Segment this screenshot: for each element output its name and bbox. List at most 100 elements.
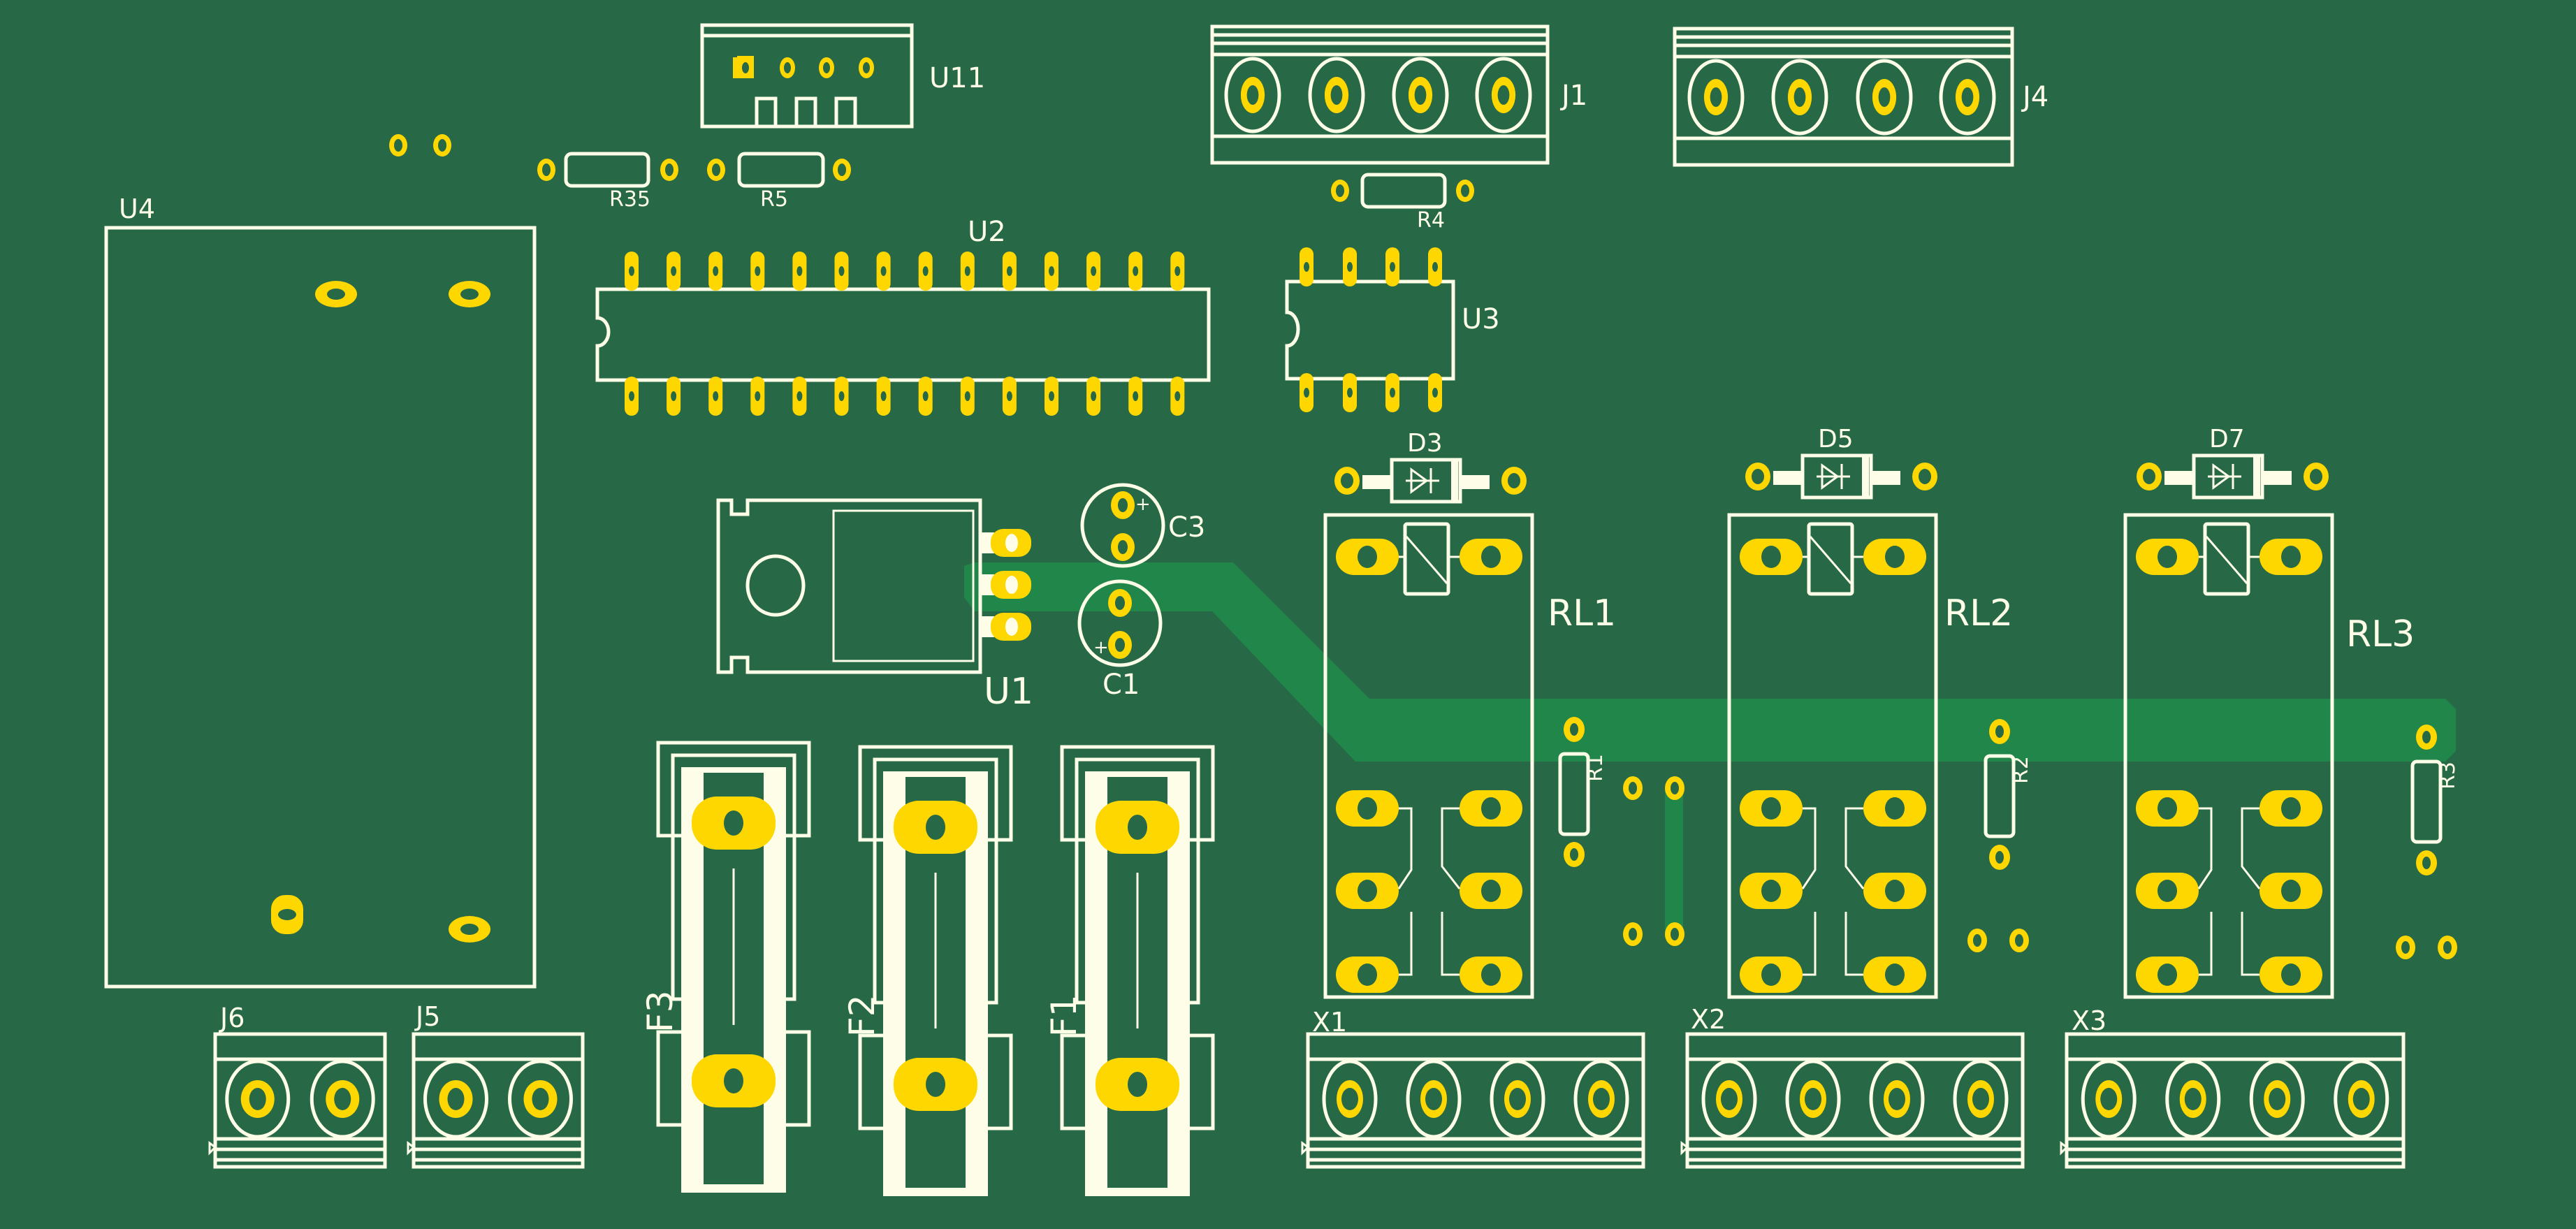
relay-pad bbox=[2260, 790, 2322, 827]
relay-pad bbox=[2136, 539, 2199, 575]
ref-label: X1 bbox=[1312, 1007, 1347, 1038]
terminal-pin bbox=[1475, 57, 1532, 133]
fuse-pad bbox=[894, 801, 977, 854]
component-f3[interactable]: F3 bbox=[640, 741, 811, 1193]
ic-pin bbox=[1045, 252, 1058, 291]
terminal-pin bbox=[1573, 1059, 1629, 1139]
ref-label: J4 bbox=[2021, 81, 2049, 113]
terminal-pin bbox=[1224, 57, 1281, 133]
component-c3[interactable]: + C3 bbox=[1080, 483, 1205, 568]
ref-label: D7 bbox=[2209, 425, 2245, 453]
ic-pin bbox=[667, 377, 681, 416]
component-j4[interactable]: J4 bbox=[1673, 27, 2049, 167]
ic-pin bbox=[876, 377, 891, 416]
relay-pad bbox=[2260, 957, 2322, 993]
component-r3[interactable]: R3 bbox=[2410, 725, 2460, 875]
component-rl2[interactable]: RL2 bbox=[1727, 513, 2013, 999]
ref-label: U1 bbox=[984, 671, 1033, 713]
ic-pin bbox=[1170, 377, 1185, 416]
component-c1[interactable]: + C1 bbox=[1077, 579, 1163, 701]
component-d3[interactable]: D3 bbox=[1334, 429, 1527, 504]
component-x3[interactable]: X3 bbox=[2060, 1005, 2406, 1169]
ref-label: D3 bbox=[1407, 429, 1443, 458]
ic-pin bbox=[876, 252, 891, 291]
component-r5[interactable]: R5 bbox=[707, 152, 851, 212]
copper-trace-main bbox=[964, 562, 2456, 762]
ref-label: R1 bbox=[1583, 754, 1608, 782]
fuse-pad bbox=[1096, 801, 1179, 854]
relay-pad bbox=[1863, 539, 1926, 575]
ref-label: U2 bbox=[968, 216, 1006, 248]
ic-pin bbox=[708, 377, 723, 416]
ref-label: F3 bbox=[640, 990, 681, 1033]
terminal-pin bbox=[1953, 1059, 2009, 1139]
component-x1[interactable]: X1 bbox=[1301, 1007, 1645, 1169]
component-f2[interactable]: F2 bbox=[842, 745, 1013, 1196]
relay-pad bbox=[1460, 539, 1522, 575]
ic-pin bbox=[792, 377, 807, 416]
fuse-pad bbox=[692, 1054, 776, 1107]
ic-pin bbox=[625, 377, 639, 416]
component-d5[interactable]: D5 bbox=[1745, 425, 1937, 500]
component-j1[interactable]: J1 bbox=[1210, 24, 1587, 165]
terminal-pin bbox=[225, 1059, 291, 1139]
relay-pad bbox=[2260, 539, 2322, 575]
terminal-pin bbox=[1406, 1059, 1462, 1139]
ic-pin bbox=[1343, 247, 1357, 286]
terminal-pin bbox=[1771, 59, 1828, 136]
ref-label: RL3 bbox=[2346, 613, 2415, 655]
ic-pin bbox=[750, 377, 765, 416]
ic-pin bbox=[1300, 247, 1314, 286]
terminal-pin bbox=[1308, 57, 1365, 133]
relay-pad bbox=[2136, 790, 2199, 827]
component-j5[interactable]: J5 bbox=[407, 1001, 585, 1169]
ic-pin bbox=[625, 252, 639, 291]
component-u4[interactable]: U4 bbox=[104, 194, 537, 989]
ic-pin bbox=[1002, 252, 1017, 291]
ref-label: R2 bbox=[2009, 756, 2033, 784]
pad bbox=[315, 281, 357, 307]
terminal-pin bbox=[2249, 1059, 2305, 1139]
ref-label: F1 bbox=[1044, 994, 1084, 1037]
ic-pin bbox=[918, 377, 933, 416]
component-r1[interactable]: R1 bbox=[1558, 717, 1608, 867]
relay-pad bbox=[1460, 957, 1522, 993]
ic-pin bbox=[1086, 252, 1101, 291]
component-u1[interactable]: U1 bbox=[716, 498, 1033, 713]
relay-pad bbox=[1740, 539, 1803, 575]
component-r4[interactable]: R4 bbox=[1331, 173, 1474, 233]
component-u3[interactable]: U3 bbox=[1285, 247, 1500, 412]
component-j6[interactable]: J6 bbox=[208, 1003, 387, 1169]
pad bbox=[980, 571, 1031, 599]
component-u2[interactable]: U2 bbox=[595, 216, 1211, 416]
terminal-pin bbox=[2334, 1059, 2389, 1139]
ic-pin bbox=[792, 252, 807, 291]
ic-pin bbox=[1343, 373, 1357, 412]
relay-pad bbox=[1863, 873, 1926, 909]
relay-pad bbox=[1740, 873, 1803, 909]
terminal-pin bbox=[2081, 1059, 2137, 1139]
component-r2[interactable]: R2 bbox=[1984, 719, 2033, 870]
ref-label: F2 bbox=[842, 994, 882, 1037]
relay-pad bbox=[1336, 539, 1399, 575]
component-u11[interactable]: U11 bbox=[700, 23, 985, 129]
component-r35[interactable]: R35 bbox=[537, 152, 678, 212]
relay-pad bbox=[1863, 957, 1926, 993]
polarity-mark: + bbox=[1093, 637, 1109, 658]
copper-trace-jumper bbox=[1665, 790, 1683, 936]
component-f1[interactable]: F1 bbox=[1044, 745, 1215, 1196]
ic-pin bbox=[1170, 252, 1185, 291]
fuse-pad bbox=[894, 1058, 977, 1111]
component-rl1[interactable]: RL1 bbox=[1323, 513, 1616, 999]
component-rl3[interactable]: RL3 bbox=[2123, 513, 2415, 999]
ref-label: X2 bbox=[1691, 1004, 1726, 1035]
fuse-pad bbox=[1096, 1058, 1179, 1111]
component-d7[interactable]: D7 bbox=[2137, 425, 2329, 500]
ic-pin bbox=[1002, 377, 1017, 416]
ref-label: J5 bbox=[414, 1001, 440, 1032]
ref-label: C3 bbox=[1168, 511, 1205, 544]
terminal-pin bbox=[1785, 1059, 1841, 1139]
component-x2[interactable]: X2 bbox=[1680, 1004, 2025, 1169]
